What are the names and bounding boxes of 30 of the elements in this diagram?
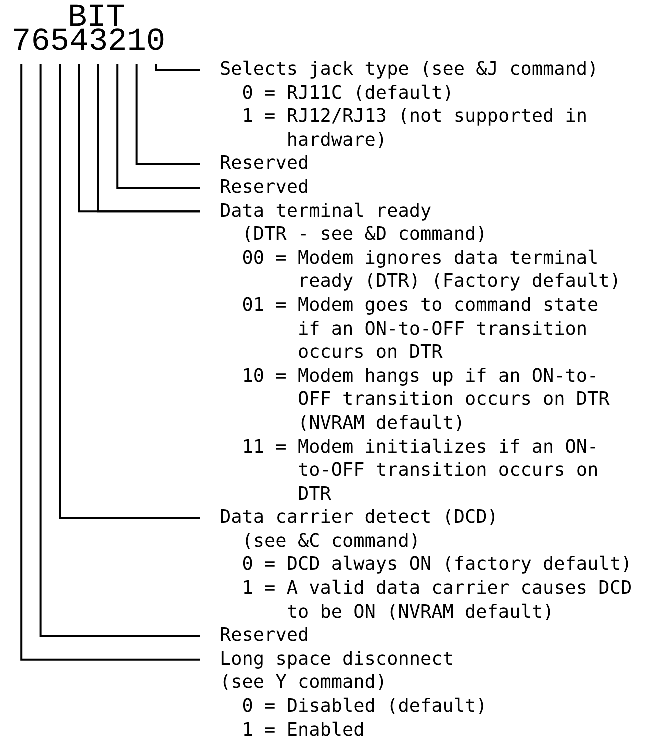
bit-number: 1: [127, 23, 146, 60]
field-description: 1 = A valid data carrier causes DCD to be ON (NVRAM default): [241, 577, 632, 624]
field-description: 01 = Modem goes to command state if an ON-to-OFF transition occurs on DTR: [241, 294, 600, 365]
field-name: Reserved: [220, 152, 310, 176]
leader-line: [155, 64, 200, 71]
field-description: 0 = DCD always ON (factory default): [241, 553, 632, 578]
leader-line: [116, 64, 200, 189]
leader-line: [136, 64, 200, 166]
field-name: Selects jack type (see &J command): [220, 58, 600, 82]
leader-line: [78, 64, 200, 213]
field-name: Reserved: [220, 624, 310, 648]
field-name: Data carrier detect (DCD): [220, 506, 500, 530]
bit-number: 5: [50, 23, 70, 60]
field-description: 1 = RJ12/RJ13 (not supported in hardware): [241, 105, 589, 152]
field-description: (see Y command): [220, 671, 388, 696]
field-description: 10 = Modem hangs up if an ON-to-OFF transition occurs on DTR (NVRAM default): [241, 364, 611, 436]
field-name: Data terminal ready: [220, 200, 433, 224]
leader-line: [59, 64, 200, 520]
bit-number: 0: [146, 23, 166, 60]
bit-number: 6: [31, 23, 50, 60]
field-description: 0 = RJ11C (default): [241, 82, 455, 106]
field-name: Reserved: [220, 176, 310, 200]
field-description: (see &C command): [241, 530, 422, 554]
bit-number: 7: [12, 23, 32, 60]
field-description: 11 = Modem initializes if an ON-to-OFF transition occurs on DTR: [241, 436, 600, 506]
field-description: 0 = Disabled (default): [241, 695, 488, 719]
field-description: (DTR - see &D command): [241, 223, 488, 247]
field-name: Long space disconnect: [220, 648, 455, 672]
field-description: 1 = Enabled: [241, 718, 366, 742]
field-description: 00 = Modem ignores data terminal ready (DTR) (Factory default): [241, 246, 621, 294]
